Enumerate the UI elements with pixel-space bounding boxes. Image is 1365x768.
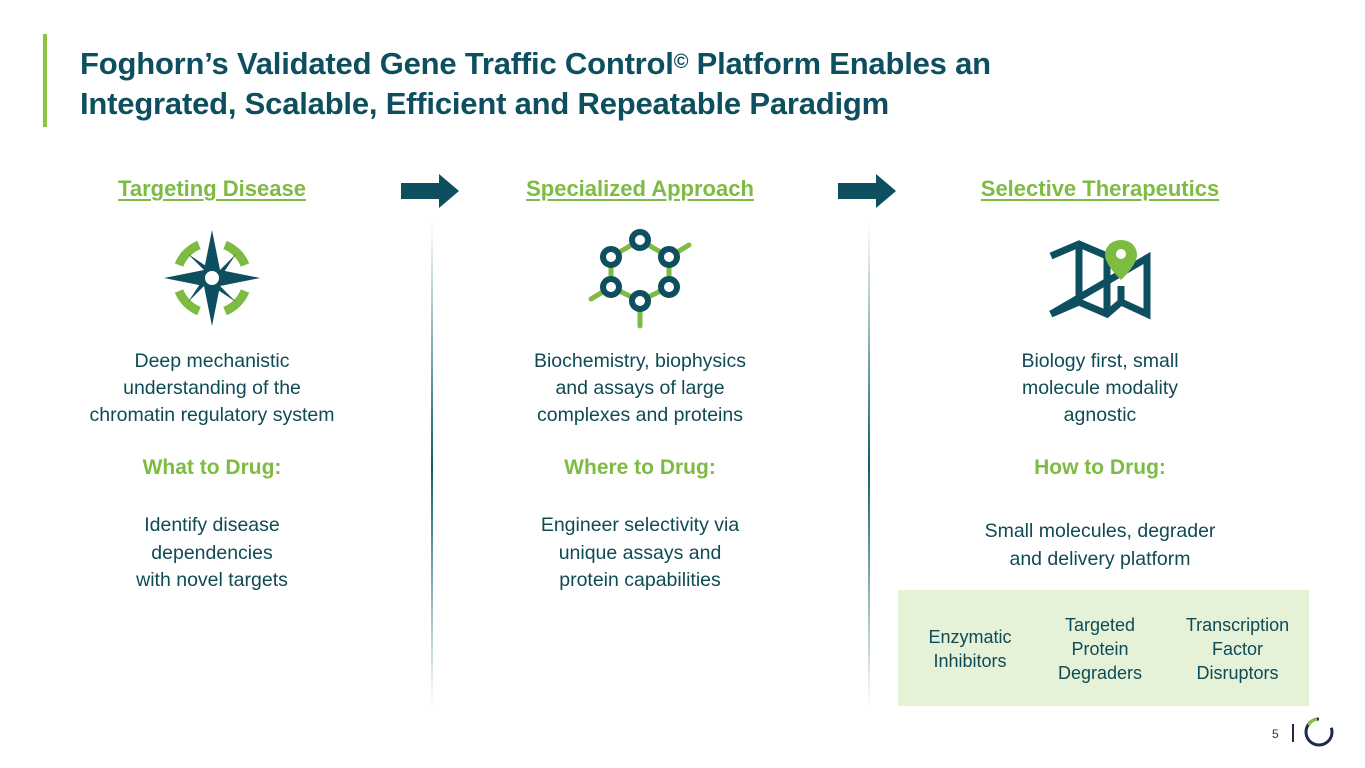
column-detail: Engineer selectivity via unique assays a… (460, 512, 820, 595)
description-line: molecule modality (1021, 377, 1179, 399)
description-line: Biochemistry, biophysics (533, 350, 747, 372)
detail-line: and delivery platform (1009, 547, 1191, 570)
description-line: Deep mechanistic (134, 350, 290, 372)
column-subheading: What to Drug: (142, 456, 282, 479)
modality-transcription-factor-disruptors: Transcription Factor Disruptors (1170, 613, 1305, 685)
column-heading: Targeting Disease (118, 176, 306, 201)
modality-line: Protein (1071, 639, 1129, 659)
column-detail: Identify disease dependencies with novel… (32, 512, 392, 595)
copyright-mark: © (673, 51, 689, 73)
column-description: Deep mechanistic understanding of the ch… (32, 348, 392, 429)
detail-line: protein capabilities (559, 569, 721, 591)
modality-line: Disruptors (1196, 663, 1279, 683)
modality-line: Enzymatic (928, 627, 1012, 647)
description-line: chromatin regulatory system (89, 404, 335, 426)
map-pin-icon (1049, 240, 1151, 320)
detail-line: unique assays and (558, 541, 722, 564)
modality-line: Degraders (1057, 663, 1143, 683)
detail-line: Engineer selectivity via (540, 514, 740, 536)
column-subheading: Where to Drug: (564, 456, 716, 479)
detail-line: dependencies (151, 541, 273, 564)
column-heading: Selective Therapeutics (980, 176, 1220, 201)
modality-enzymatic-inhibitors: Enzymatic Inhibitors (910, 625, 1030, 673)
column-divider (868, 222, 870, 708)
modality-line: Targeted (1064, 615, 1136, 635)
column-description: Biochemistry, biophysics and assays of l… (460, 348, 820, 429)
title-line-1-text: Foghorn’s Validated Gene Traffic Control (80, 46, 674, 81)
footer-separator (1292, 724, 1294, 742)
title-line-1: Foghorn’s Validated Gene Traffic Control… (80, 46, 991, 81)
column-description: Biology first, small molecule modality a… (920, 348, 1280, 429)
description-line: agnostic (1063, 404, 1137, 426)
title-line-2: Integrated, Scalable, Efficient and Repe… (80, 86, 890, 121)
column-detail: Small molecules, degrader and delivery p… (920, 518, 1280, 573)
foghorn-logo-icon (1304, 717, 1334, 747)
arrow-right-icon (401, 174, 459, 208)
modality-line: Inhibitors (933, 651, 1007, 671)
arrow-right-icon (838, 174, 896, 208)
molecule-icon (588, 229, 692, 329)
title-line-1-rest: Platform Enables an (688, 46, 991, 81)
detail-line: with novel targets (136, 569, 288, 591)
page-title: Foghorn’s Validated Gene Traffic Control… (80, 44, 991, 124)
column-divider (431, 222, 433, 708)
column-subheading: How to Drug: (1034, 456, 1166, 479)
description-line: complexes and proteins (537, 404, 743, 426)
modality-box: Enzymatic Inhibitors Targeted Protein De… (898, 590, 1309, 706)
column-heading: Specialized Approach (526, 176, 754, 201)
compass-icon (164, 230, 260, 326)
title-accent-bar (43, 34, 47, 127)
modality-line: Transcription (1185, 615, 1290, 635)
description-line: and assays of large (555, 377, 725, 399)
description-line: understanding of the (123, 377, 301, 399)
modality-targeted-protein-degraders: Targeted Protein Degraders (1040, 613, 1160, 685)
page-number: 5 (1272, 727, 1279, 741)
detail-line: Identify disease (144, 514, 280, 536)
detail-line: Small molecules, degrader (984, 520, 1216, 542)
description-line: Biology first, small (1021, 350, 1179, 372)
modality-line: Factor (1211, 639, 1263, 659)
